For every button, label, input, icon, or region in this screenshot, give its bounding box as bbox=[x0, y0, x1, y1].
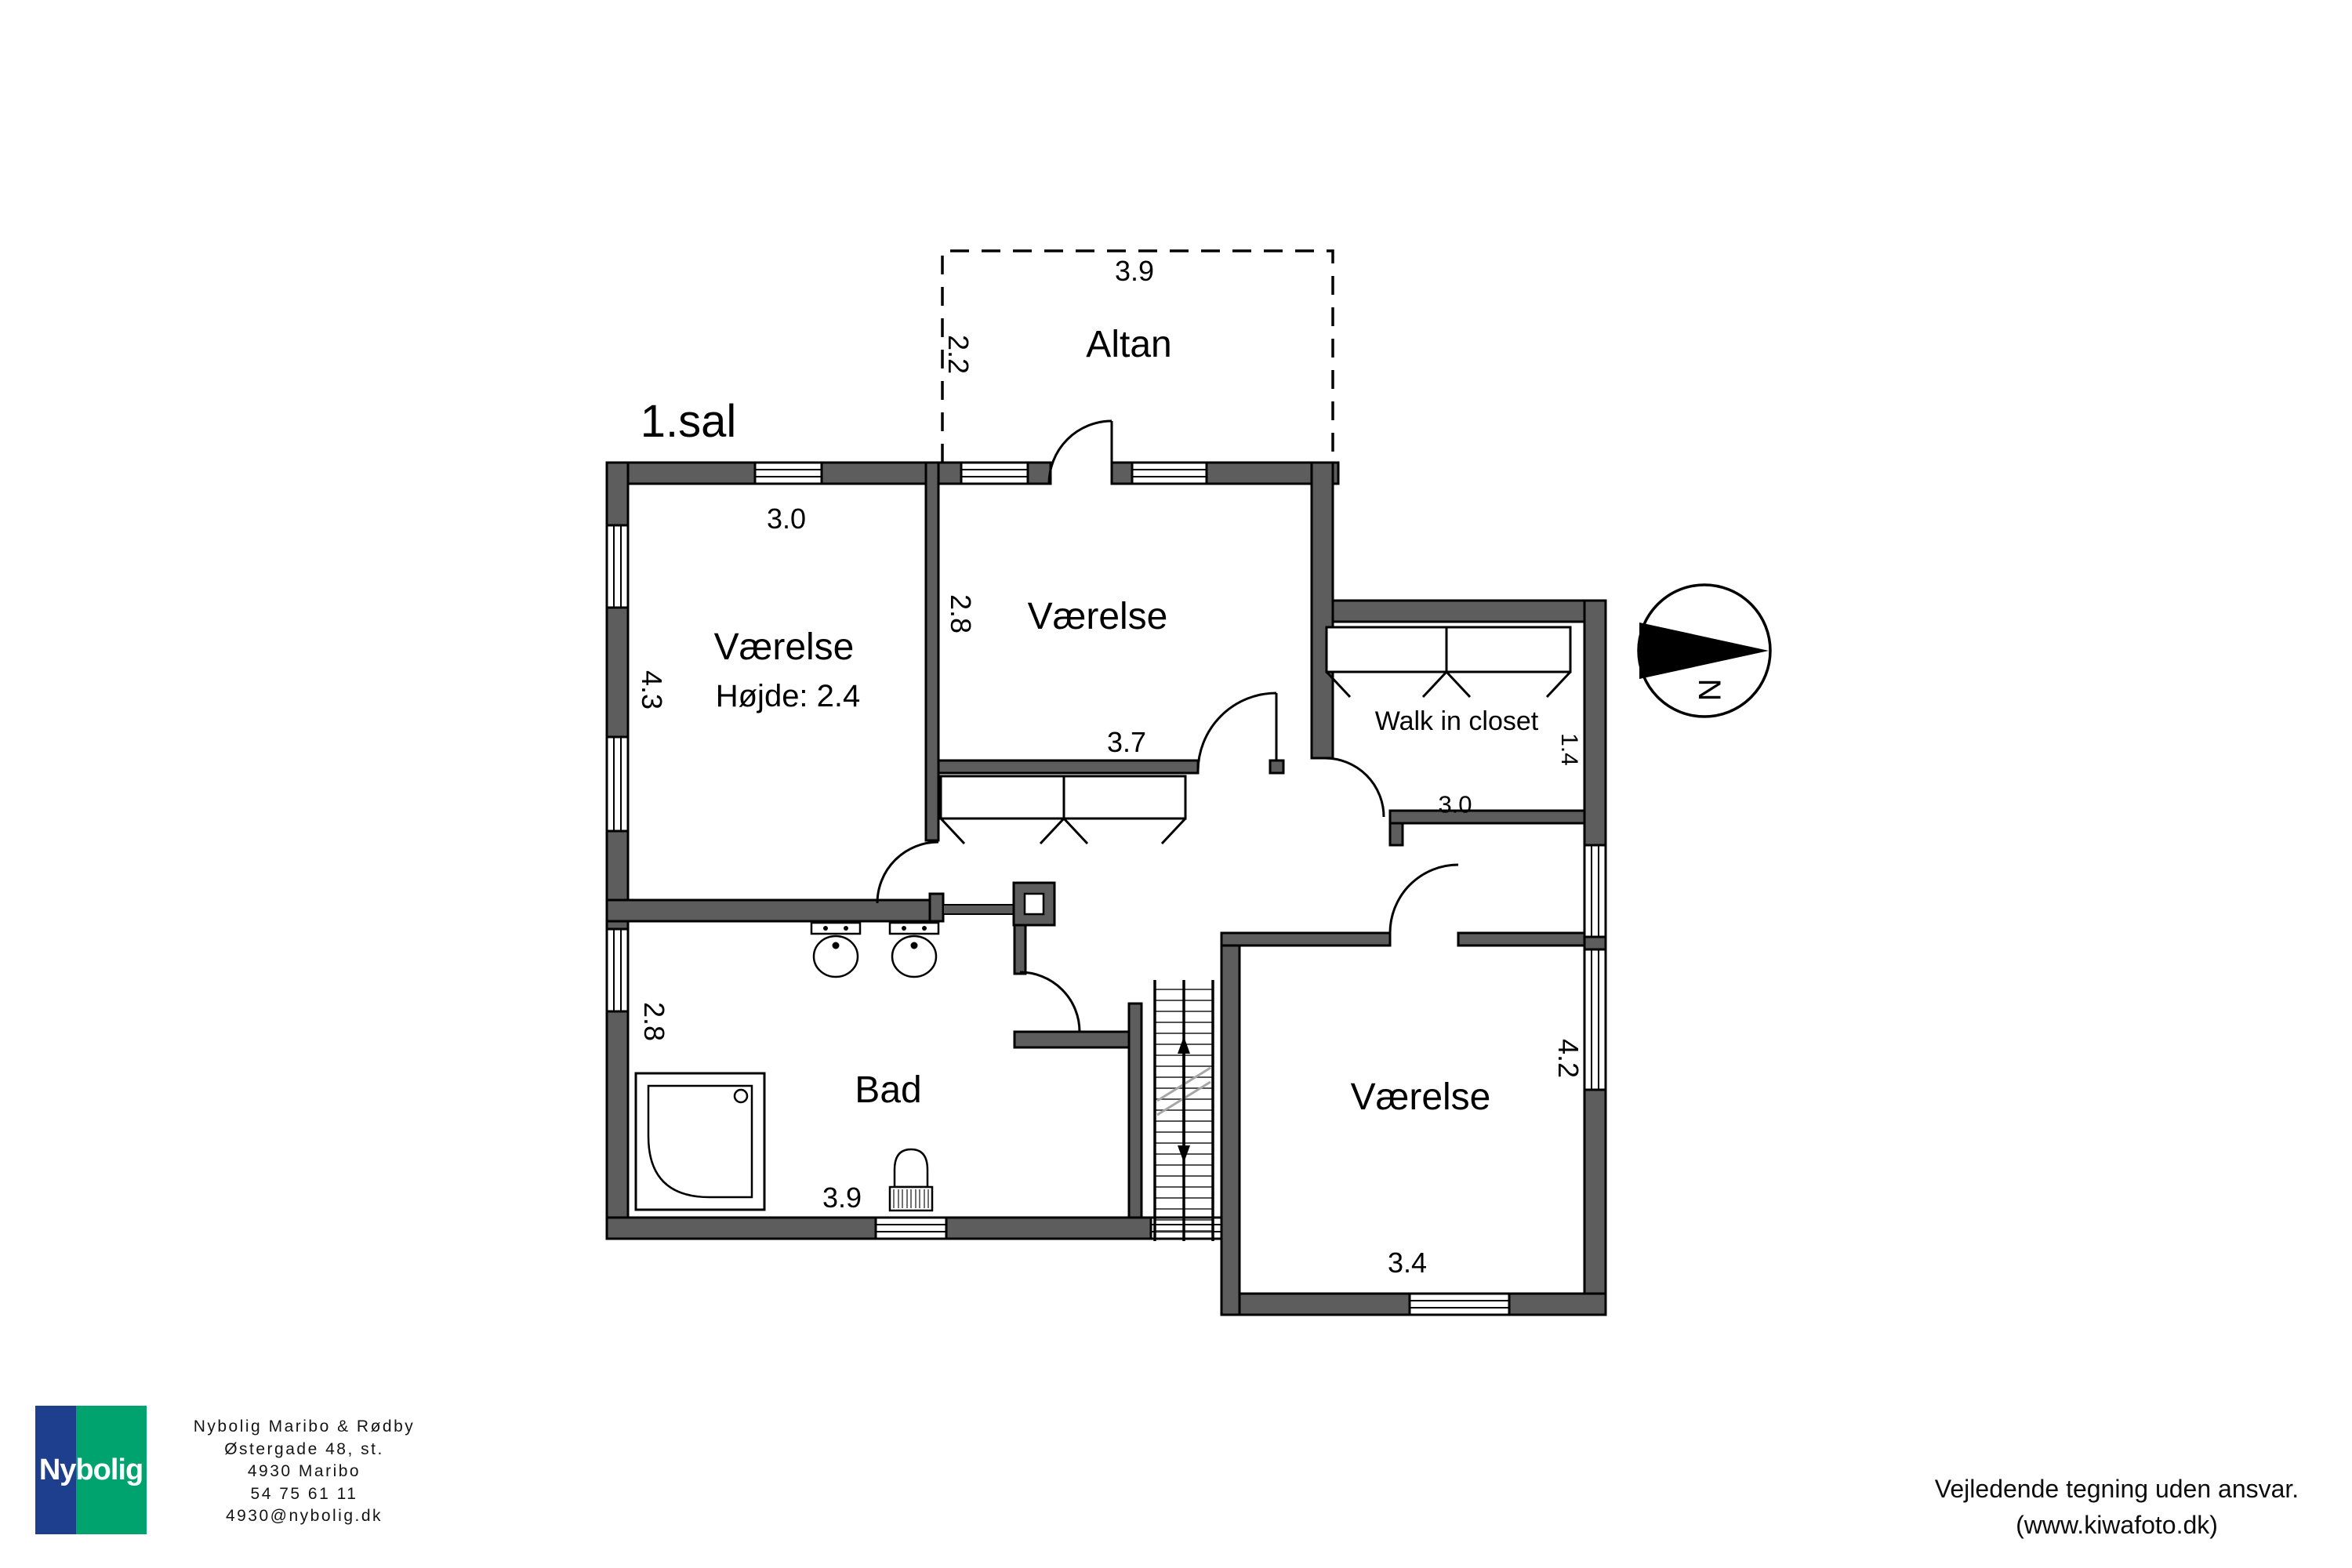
closet-wardrobes bbox=[1325, 626, 1572, 699]
room-bottom-right-bottom-dim: 3.4 bbox=[1387, 1247, 1428, 1279]
office-line: Østergade 48, st. bbox=[224, 1439, 384, 1458]
shower-icon bbox=[634, 1072, 766, 1211]
room-middle-door-arc bbox=[1196, 691, 1277, 772]
room-middle-width-dim: 2.8 bbox=[945, 593, 977, 634]
north-compass-icon bbox=[1637, 583, 1772, 718]
nybolig-logo: Nybolig bbox=[35, 1406, 147, 1534]
office-line: Nybolig Maribo & Rødby bbox=[193, 1417, 416, 1436]
chimney-flue bbox=[1023, 892, 1045, 916]
bathroom-door-arc bbox=[1019, 971, 1081, 1033]
walk-in-closet-width-dim: 3.0 bbox=[1438, 790, 1472, 818]
closet-door-arc bbox=[1324, 757, 1385, 818]
office-line: 4930 Maribo bbox=[247, 1462, 361, 1480]
room-bottom-right-right-dim: 4.2 bbox=[1552, 1038, 1584, 1079]
room-top-left-note: Højde: 2.4 bbox=[715, 679, 861, 713]
logo-wordmark: Nybolig bbox=[38, 1453, 143, 1486]
disclaimer-line: Vejledende tegning uden ansvar. bbox=[1934, 1475, 2299, 1503]
room-middle-label: Værelse bbox=[1027, 596, 1168, 637]
windows bbox=[605, 461, 1607, 1316]
logo-blue-block bbox=[35, 1406, 76, 1534]
walk-in-closet-depth-dim: 1.4 bbox=[1556, 733, 1582, 766]
balcony-label: Altan bbox=[1086, 324, 1172, 365]
bathroom-fixtures bbox=[634, 921, 940, 1212]
room-top-left-door-arc bbox=[876, 840, 939, 904]
room-bottom-right-label: Værelse bbox=[1350, 1076, 1491, 1118]
sink-icon bbox=[810, 921, 862, 978]
walk-in-closet-label: Walk in closet bbox=[1374, 706, 1539, 736]
logo-green-block bbox=[76, 1406, 147, 1534]
disclaimer-block: Vejledende tegning uden ansvar. (www.kiw… bbox=[1878, 1471, 2352, 1543]
balcony-width-dim: 3.9 bbox=[1114, 255, 1155, 287]
bathroom-left-dim: 2.8 bbox=[638, 1001, 670, 1042]
bathroom-bottom-dim: 3.9 bbox=[822, 1181, 862, 1214]
hall-wardrobes bbox=[939, 775, 1187, 845]
balcony-outline bbox=[941, 249, 1334, 463]
stair-opening-sill bbox=[1149, 1216, 1223, 1240]
compass-north-label: N bbox=[1692, 678, 1726, 702]
office-address-block: Nybolig Maribo & Rødby Østergade 48, st.… bbox=[147, 1416, 461, 1528]
toilet-icon bbox=[888, 1148, 934, 1212]
room-top-left-height-dim: 4.3 bbox=[636, 670, 668, 710]
bathroom-label: Bad bbox=[855, 1069, 922, 1111]
room-bottom-right-door-arc bbox=[1388, 863, 1459, 934]
balcony-depth-dim: 2.2 bbox=[942, 334, 975, 375]
room-middle-bottom-dim: 3.7 bbox=[1106, 726, 1147, 758]
walls bbox=[605, 461, 1607, 1316]
sink-icon bbox=[888, 921, 940, 978]
staircase bbox=[1153, 980, 1214, 1241]
door-swings bbox=[876, 419, 1459, 1033]
room-top-left-label: Værelse bbox=[713, 626, 855, 668]
office-line: 54 75 61 11 bbox=[250, 1484, 358, 1503]
disclaimer-line: (www.kiwafoto.dk) bbox=[2016, 1511, 2218, 1539]
floor-title: 1.sal bbox=[640, 396, 737, 447]
balcony-door-arc bbox=[1047, 419, 1112, 485]
room-top-left-width-dim: 3.0 bbox=[766, 503, 807, 535]
office-line: 4930@nybolig.dk bbox=[225, 1507, 383, 1525]
